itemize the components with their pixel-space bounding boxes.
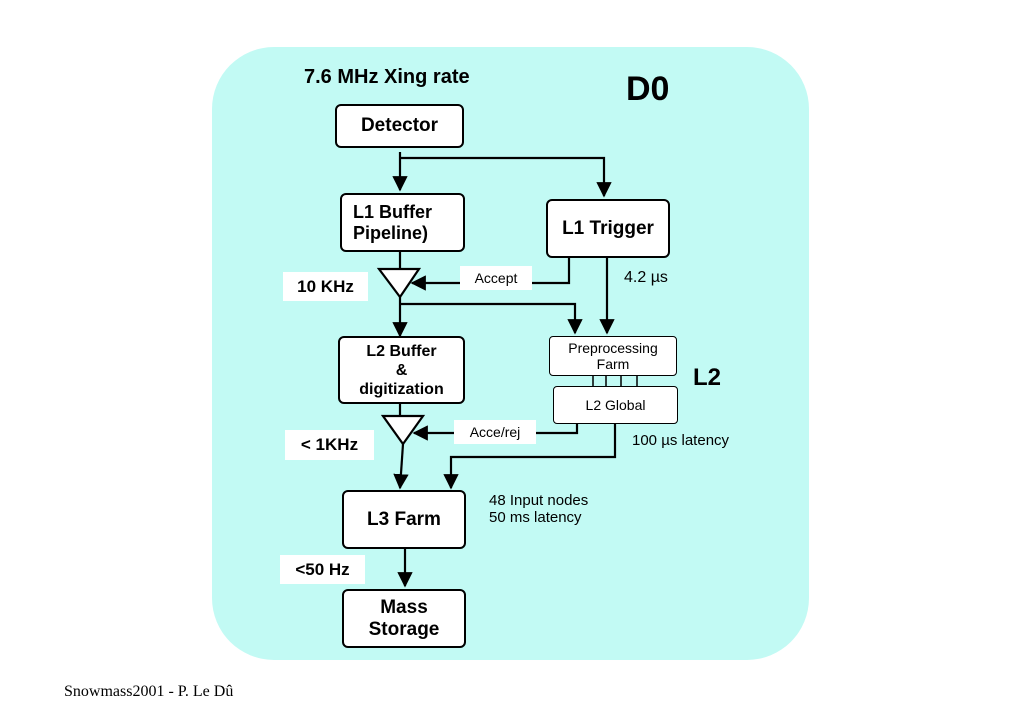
detector-to-l1-trigger-arrow — [400, 156, 612, 198]
l2-global-to-l3-farm-arrow — [443, 424, 617, 490]
preprocessing-farm-box: Preprocessing Farm — [549, 336, 677, 376]
footer-credit: Snowmass2001 - P. Le Dû — [64, 683, 234, 700]
l3-farm-box: L3 Farm — [342, 490, 466, 549]
l3-rate-label: <50 Hz — [280, 555, 365, 584]
mass-storage-box: Mass Storage — [342, 589, 466, 648]
l2-buffer-box: L2 Buffer & digitization — [338, 336, 465, 404]
l1-buffer-box: L1 Buffer Pipeline) — [340, 193, 465, 252]
l1-latency-label: 4.2 µs — [624, 269, 668, 286]
l2-tag: L2 — [693, 364, 722, 391]
accept-reject-label: Acce/rej — [454, 420, 536, 444]
l2-rate-label: < 1KHz — [285, 430, 374, 460]
experiment-title: D0 — [626, 70, 670, 108]
accept-label: Accept — [460, 266, 532, 290]
l2-latency-label: 100 µs latency — [632, 432, 730, 449]
l2-gate-to-l3-farm-arrow — [393, 443, 409, 490]
detector-box: Detector — [335, 104, 464, 148]
l2-accept-gate — [380, 414, 426, 446]
l1-rate-label: 10 KHz — [283, 272, 368, 301]
l1-gate-to-preprocessing-arrow — [400, 302, 583, 335]
l1-trigger-box: L1 Trigger — [546, 199, 670, 258]
l2-global-box: L2 Global — [553, 386, 678, 424]
l1-accept-gate — [376, 267, 422, 299]
xing-rate-label: 7.6 MHz Xing rate — [304, 66, 470, 88]
l3-info-label: 48 Input nodes 50 ms latency — [489, 492, 589, 526]
